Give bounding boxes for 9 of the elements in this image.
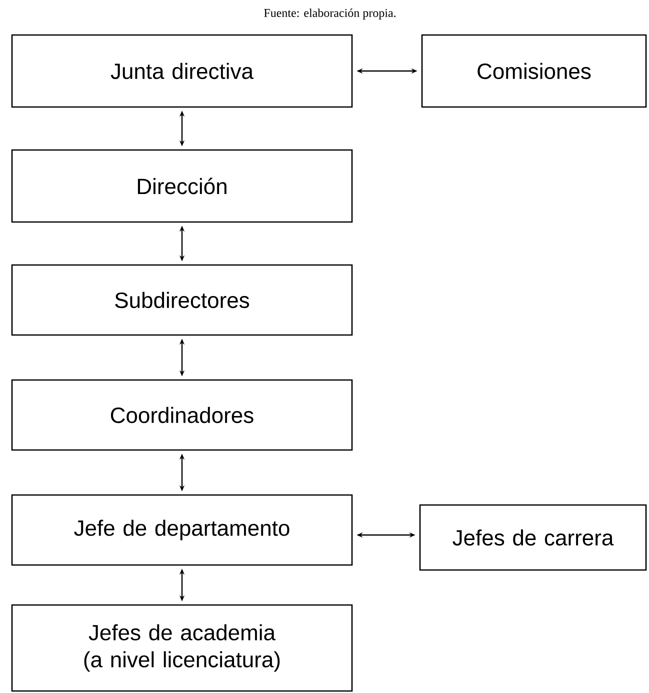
org-box: Dirección (11, 149, 353, 223)
org-box: Coordinadores (11, 379, 353, 451)
caption: Fuente: elaboración propia. (264, 8, 396, 20)
org-box: Jefe de departamento (11, 494, 353, 566)
org-box: Junta directiva (11, 34, 353, 108)
org-box: Jefes de carrera (419, 504, 647, 571)
org-box: Comisiones (421, 34, 647, 108)
org-box: Subdirectores (11, 264, 353, 336)
org-box: Jefes de academia (a nivel licenciatura) (11, 604, 353, 692)
